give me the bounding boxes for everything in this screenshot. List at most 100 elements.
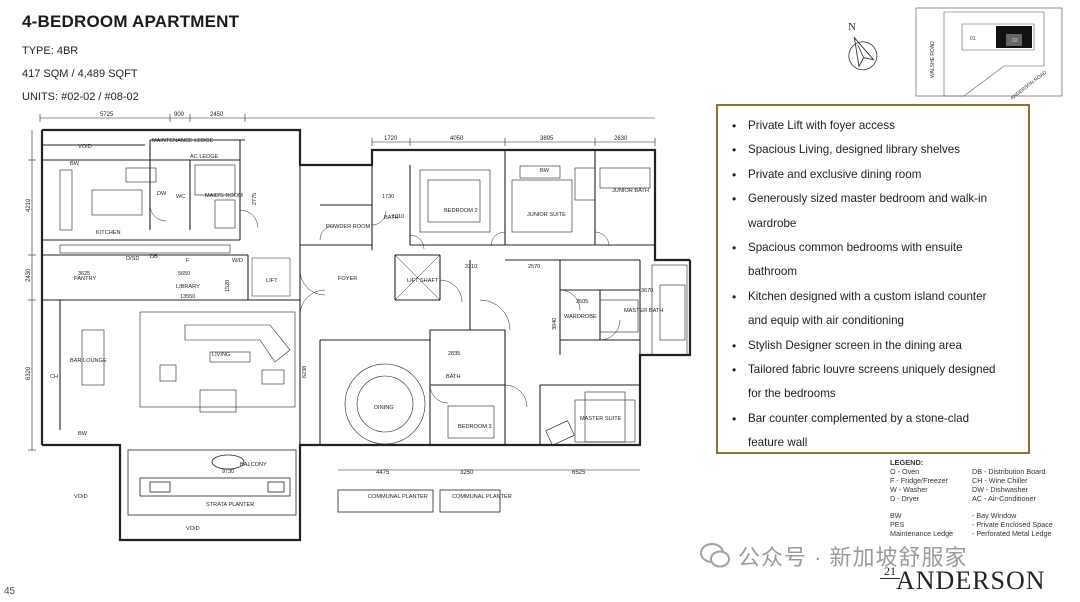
label-bw-2: BW: [540, 168, 550, 174]
dim-bottom-2: 3250: [460, 470, 474, 476]
feature-item-continued: bathroom: [748, 265, 797, 279]
label-master-suite: MASTER SUITE: [580, 416, 622, 422]
dim-2210: 2210: [465, 264, 477, 270]
legend-item: O - Oven: [890, 467, 920, 476]
legend-item: PES: [890, 520, 905, 529]
label-ch: CH: [50, 374, 58, 380]
watermark: 公众号 · 新加坡舒服家: [700, 540, 968, 572]
label-void-top: VOID: [78, 144, 92, 150]
label-bath-2: BATH: [446, 374, 461, 380]
legend-item: Maintenance Ledge: [890, 529, 954, 538]
dim-1520: 1520: [225, 280, 231, 292]
label-library: LIBRARY: [176, 284, 200, 290]
brand-underline: [880, 578, 900, 579]
legend-item: CH - Wine Chiller: [972, 476, 1028, 485]
top-dimension-line: [39, 114, 656, 146]
feature-item-continued: feature wall: [748, 436, 808, 450]
label-bedroom-3: BEDROOM 3: [458, 424, 492, 430]
key-road-anderson: ANDERSON ROAD: [1010, 69, 1049, 101]
legend-item: BW: [890, 511, 902, 520]
dim-1730: 1730: [382, 194, 394, 200]
label-wd: W/D: [232, 258, 243, 264]
legend-item: W - Washer: [890, 485, 928, 494]
feature-item: Stylish Designer screen in the dining ar…: [732, 334, 1018, 359]
label-f: F: [186, 258, 190, 264]
brand-number: 21: [884, 564, 896, 578]
dim-bottom-3: 6525: [572, 470, 586, 476]
interior-walls: [42, 139, 655, 445]
label-void-left: VOID: [74, 494, 88, 500]
site-key-plan: 01 02 WALSHE ROAD ANDERSON ROAD: [915, 7, 1063, 102]
feature-item-continued: wardrobe: [748, 216, 797, 230]
unit-area: 417 SQM / 4,489 SQFT: [22, 68, 138, 80]
north-arrow-icon: N: [848, 21, 878, 71]
feature-item: Spacious Living, designed library shelve…: [732, 138, 1018, 163]
legend-item: DW - Dishwasher: [972, 485, 1028, 494]
label-master-bath: MASTER BATH: [624, 308, 663, 314]
label-bw-3: BW: [78, 431, 88, 437]
feature-item-continued: and equip with air conditioning: [748, 314, 904, 328]
label-dining: DINING: [374, 405, 394, 411]
label-strata-planter: STRATA PLANTER: [206, 502, 254, 508]
dim-3670: 3670: [641, 288, 653, 294]
label-lift: LIFT: [266, 278, 278, 284]
dim-top-1: 5725: [100, 112, 114, 118]
label-maids-room: MAID'S ROOM: [205, 193, 243, 199]
unit-numbers: UNITS: #02-02 / #08-02: [22, 91, 139, 103]
label-bath-1: BATH: [384, 215, 399, 221]
label-wc: WC: [176, 194, 185, 200]
label-communal-planter-1: COMMUNAL PLANTER: [368, 494, 428, 500]
north-label: N: [848, 21, 856, 33]
door-swings: [149, 204, 621, 408]
label-kitchen: KITCHEN: [96, 230, 121, 236]
label-pantry: PANTRY: [74, 276, 96, 282]
dim-6238: 6238: [302, 366, 308, 378]
page-title: 4-BEDROOM APARTMENT: [22, 12, 240, 31]
label-bar-lounge: BAR LOUNGE: [70, 358, 107, 364]
dim-top-3: 2450: [210, 112, 224, 118]
feature-item: Private and exclusive dining room: [732, 163, 1018, 188]
label-bw-1: BW: [70, 161, 80, 167]
dim-top-5: 4050: [450, 136, 464, 142]
exterior-walls: [40, 128, 692, 542]
feature-item-continued: for the bedrooms: [748, 387, 836, 401]
label-communal-planter-2: COMMUNAL PLANTER: [452, 494, 512, 500]
feature-item: Tailored fabric louvre screens uniquely …: [732, 358, 1018, 383]
feature-item: Spacious common bedrooms with ensuite: [732, 236, 1018, 261]
dim-1010: 1010: [392, 214, 404, 220]
dim-3625: 3625: [78, 271, 90, 277]
feature-item: Generously sized master bedroom and walk…: [732, 187, 1018, 212]
key-unit-02: 02: [1012, 38, 1018, 44]
unit-type: TYPE: 4BR: [22, 45, 79, 57]
page-number: 45: [4, 586, 16, 597]
label-balcony: BALCONY: [240, 462, 267, 468]
dim-9730: 9730: [222, 469, 234, 475]
legend-title: LEGEND:: [890, 458, 924, 467]
dim-top-2: 900: [174, 112, 185, 118]
lift-shaft-x: [251, 254, 441, 301]
left-dimension-line: [28, 130, 36, 451]
label-dw: DW: [157, 191, 167, 197]
dim-bottom-1: 4475: [376, 470, 390, 476]
feature-item: Kitchen designed with a custom island co…: [732, 285, 1018, 310]
dim-2775: 2775: [252, 193, 258, 205]
watermark-text: 公众号 · 新加坡舒服家: [738, 545, 968, 570]
features-list: Private Lift with foyer access Spacious …: [728, 114, 1018, 456]
legend-item: - Private Enclosed Space: [972, 520, 1053, 529]
label-maintenance-ledge: MAINTENANCE LEDGE: [152, 138, 213, 144]
label-powder-room: POWDER ROOM: [326, 224, 370, 230]
label-living: LIVING: [212, 352, 230, 358]
communal-planters: [337, 489, 501, 513]
label-wardrobe: WARDROBE: [564, 314, 597, 320]
label-junior-bath: JUNIOR BATH: [612, 188, 649, 194]
legend-item: DB - Distribution Board: [972, 467, 1046, 476]
key-road-walshe: WALSHE ROAD: [930, 41, 936, 78]
legend-item: AC - Air-Conditioner: [972, 494, 1036, 503]
legend-item: D - Dryer: [890, 494, 920, 503]
brand-logo: 21 ANDERSON: [880, 564, 1046, 596]
features-box: Private Lift with foyer access Spacious …: [716, 104, 1030, 454]
dim-13550: 13550: [180, 294, 195, 300]
legend-item: - Bay Window: [972, 511, 1017, 520]
label-void-bottom: VOID: [186, 526, 200, 532]
